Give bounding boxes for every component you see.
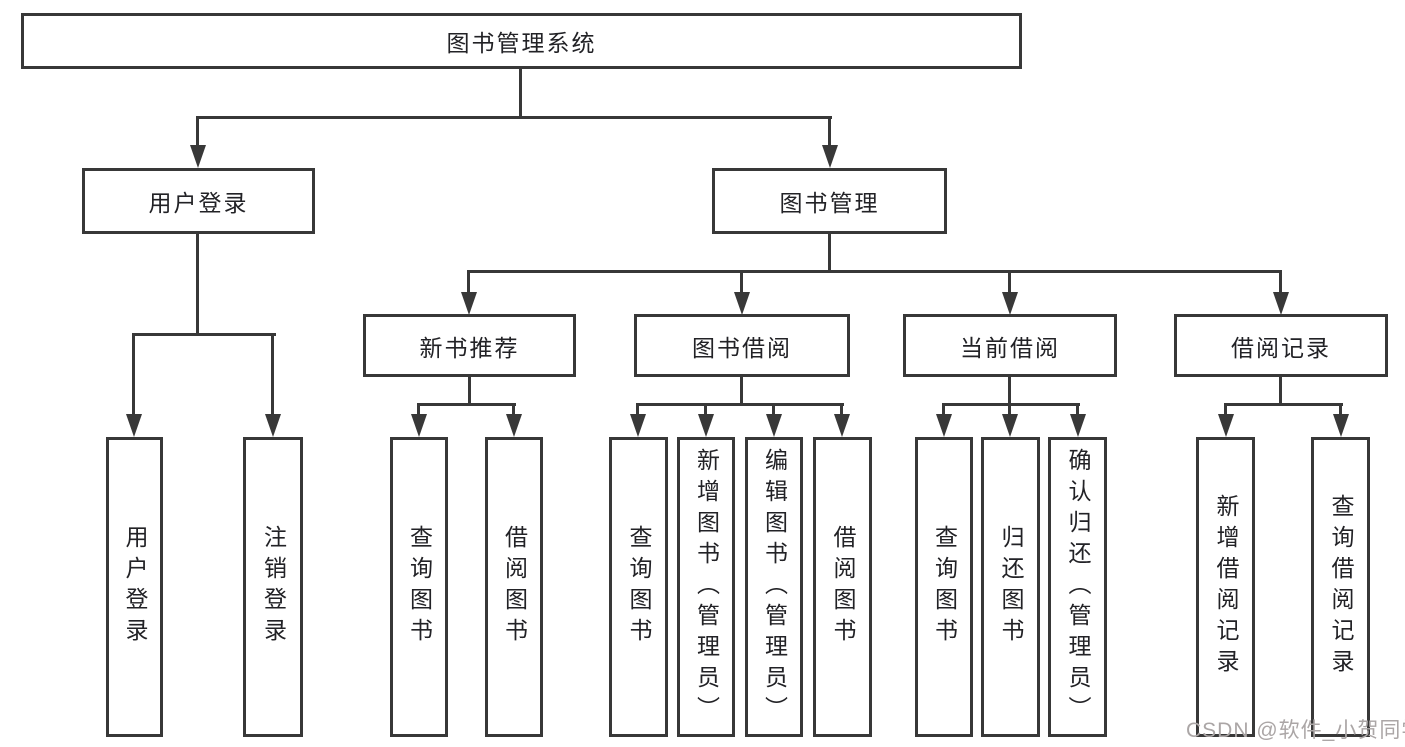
connector-leaf-drop <box>772 404 775 415</box>
node-current-borrow-label: 当前借阅 <box>960 334 1060 361</box>
arrow-down-icon <box>461 292 477 315</box>
connector-leaf-drop <box>1076 404 1079 415</box>
connector-book-mgmt-drop <box>828 119 831 146</box>
leaf-label: 新增借阅记录 <box>1213 494 1239 680</box>
connector-root-bus <box>196 116 832 119</box>
arrow-down-icon <box>1218 414 1234 437</box>
leaf-label: 用户登录 <box>122 525 148 649</box>
connector-leaf-drop <box>512 404 515 415</box>
node-root: 图书管理系统 <box>21 13 1022 69</box>
connector-leaf-drop <box>1008 404 1011 415</box>
connector-user-login-drop <box>196 119 199 146</box>
leaf-add-book-admin: 新增图书（管理员） <box>677 437 735 737</box>
arrow-down-icon <box>822 145 838 168</box>
arrow-down-icon <box>766 414 782 437</box>
leaf-label: 确认归还（管理员） <box>1065 447 1091 727</box>
arrow-down-icon <box>1333 414 1349 437</box>
csdn-watermark: CSDN @软件_小贺同学 <box>1186 719 1405 742</box>
arrow-down-icon <box>506 414 522 437</box>
connector-current-stem <box>1008 377 1011 405</box>
arrow-down-icon <box>936 414 952 437</box>
connector-leaf-drop <box>417 404 420 415</box>
leaf-borrow-book: 借阅图书 <box>813 437 872 737</box>
node-book-borrow: 图书借阅 <box>634 314 850 377</box>
leaf-query-borrow-record: 查询借阅记录 <box>1311 437 1370 737</box>
connector-level2-drop <box>1279 273 1282 293</box>
connector-level2-drop <box>740 273 743 293</box>
connector-level2-drop <box>1008 273 1011 293</box>
arrow-down-icon <box>698 414 714 437</box>
connector-record-bus <box>1224 403 1343 406</box>
arrow-down-icon <box>630 414 646 437</box>
node-borrow-record: 借阅记录 <box>1174 314 1388 377</box>
leaf-logout: 注销登录 <box>243 437 303 737</box>
leaf-add-borrow-record: 新增借阅记录 <box>1196 437 1255 737</box>
connector-leaf-drop <box>704 404 707 415</box>
leaf-label: 借阅图书 <box>830 525 856 649</box>
arrow-down-icon <box>411 414 427 437</box>
leaf-user-login: 用户登录 <box>106 437 163 737</box>
connector-leaf-drop <box>1224 404 1227 415</box>
arrow-down-icon <box>126 414 142 437</box>
connector-level2-drop <box>467 273 470 293</box>
arrow-down-icon <box>190 145 206 168</box>
connector-user-login-bus <box>132 333 276 336</box>
connector-recommend-bus <box>417 403 516 406</box>
connector-recommend-stem <box>468 377 471 405</box>
connector-borrow-stem <box>740 377 743 405</box>
node-borrow-record-label: 借阅记录 <box>1231 334 1331 361</box>
arrow-down-icon <box>1273 292 1289 315</box>
leaf-query-book-borrow: 查询图书 <box>609 437 668 737</box>
leaf-edit-book-admin: 编辑图书（管理员） <box>745 437 803 737</box>
node-book-borrow-label: 图书借阅 <box>692 334 792 361</box>
node-book-management: 图书管理 <box>712 168 947 234</box>
leaf-return-book: 归还图书 <box>981 437 1040 737</box>
arrow-down-icon <box>1002 414 1018 437</box>
leaf-query-book-current: 查询图书 <box>915 437 973 737</box>
connector-book-mgmt-stem <box>828 234 831 272</box>
leaf-confirm-return-admin: 确认归还（管理员） <box>1048 437 1107 737</box>
node-new-book-recommend-label: 新书推荐 <box>419 334 520 361</box>
leaf-label: 注销登录 <box>260 525 287 649</box>
node-new-book-recommend: 新书推荐 <box>363 314 576 377</box>
node-root-label: 图书管理系统 <box>446 30 597 56</box>
node-current-borrow: 当前借阅 <box>903 314 1117 377</box>
arrow-down-icon <box>1070 414 1086 437</box>
leaf-label: 查询图书 <box>931 525 958 649</box>
connector-book-mgmt-bus <box>467 270 1282 273</box>
connector-user-login-stem <box>196 234 199 335</box>
connector-record-stem <box>1279 377 1282 405</box>
connector-leaf-drop <box>636 404 639 415</box>
node-user-login: 用户登录 <box>82 168 315 234</box>
connector-leaf-drop <box>271 336 274 415</box>
connector-leaf-drop <box>840 404 843 415</box>
connector-leaf-drop <box>132 336 135 415</box>
leaf-query-book-recommend: 查询图书 <box>390 437 448 737</box>
node-user-login-label: 用户登录 <box>148 190 249 216</box>
leaf-borrow-book-recommend: 借阅图书 <box>485 437 543 737</box>
leaf-label: 新增图书（管理员） <box>693 447 720 727</box>
node-book-management-label: 图书管理 <box>779 190 880 216</box>
leaf-label: 查询图书 <box>406 525 433 649</box>
leaf-label: 归还图书 <box>998 525 1024 649</box>
leaf-label: 查询借阅记录 <box>1328 494 1354 680</box>
leaf-label: 编辑图书（管理员） <box>761 447 788 727</box>
arrow-down-icon <box>734 292 750 315</box>
leaf-label: 借阅图书 <box>501 525 528 649</box>
connector-root-stem <box>519 69 522 117</box>
connector-leaf-drop <box>1339 404 1342 415</box>
leaf-label: 查询图书 <box>626 525 652 649</box>
connector-current-bus <box>942 403 1080 406</box>
arrow-down-icon <box>834 414 850 437</box>
connector-borrow-bus <box>636 403 844 406</box>
arrow-down-icon <box>1002 292 1018 315</box>
connector-leaf-drop <box>942 404 945 415</box>
arrow-down-icon <box>265 414 281 437</box>
